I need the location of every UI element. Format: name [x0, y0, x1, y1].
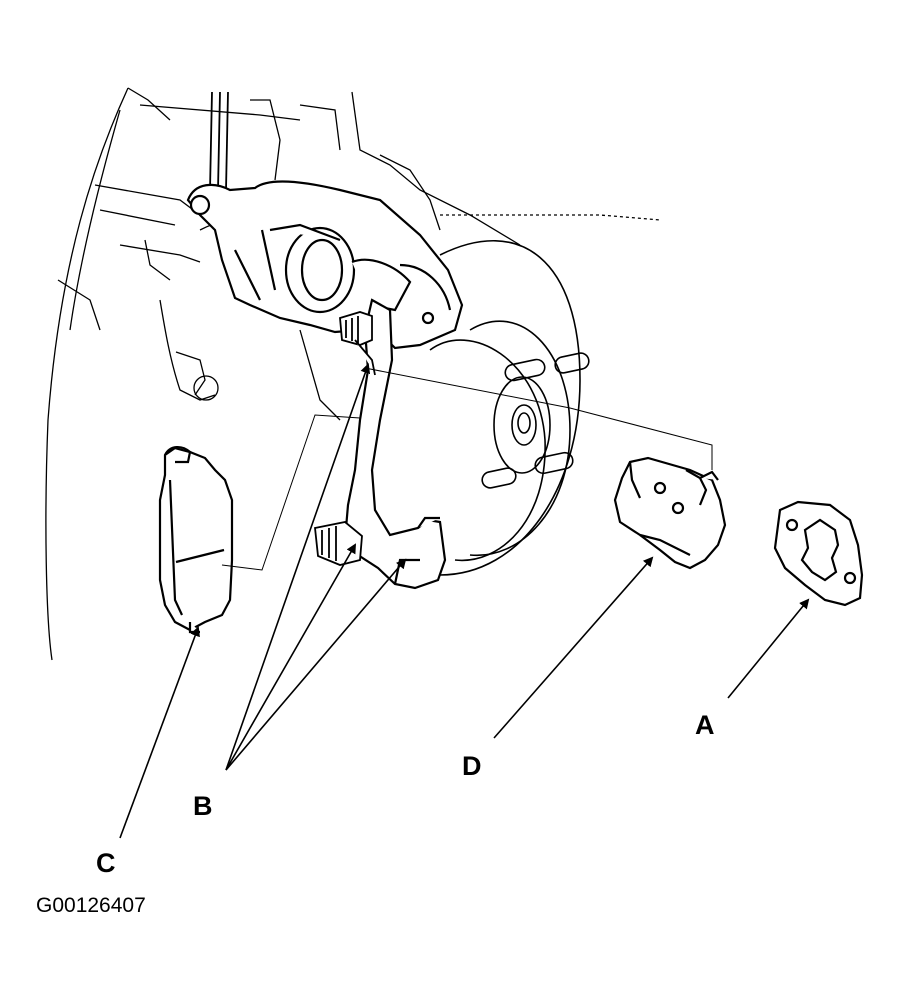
callout-label-d: D [462, 751, 482, 781]
arrow-b-3 [225, 558, 407, 771]
arrow-b-2 [225, 543, 356, 771]
arrow-d [493, 556, 654, 739]
callout-label-c: C [96, 848, 116, 878]
callout-label-a: A [695, 710, 715, 740]
figure-id: G00126407 [36, 894, 146, 917]
arrow-b-1 [225, 363, 371, 771]
brake-rotor [359, 239, 590, 576]
brake-pad-inner [613, 456, 727, 570]
brake-pad-outer [158, 446, 234, 634]
callout-label-b: B [193, 791, 213, 821]
caliper-body [186, 180, 464, 350]
pad-shim [773, 500, 864, 607]
arrow-c [119, 626, 200, 839]
callout-arrows [119, 363, 810, 839]
suspension-background [45, 87, 661, 661]
arrow-a [727, 598, 810, 699]
wheel-studs [481, 352, 590, 489]
alignment-lines [221, 367, 713, 571]
